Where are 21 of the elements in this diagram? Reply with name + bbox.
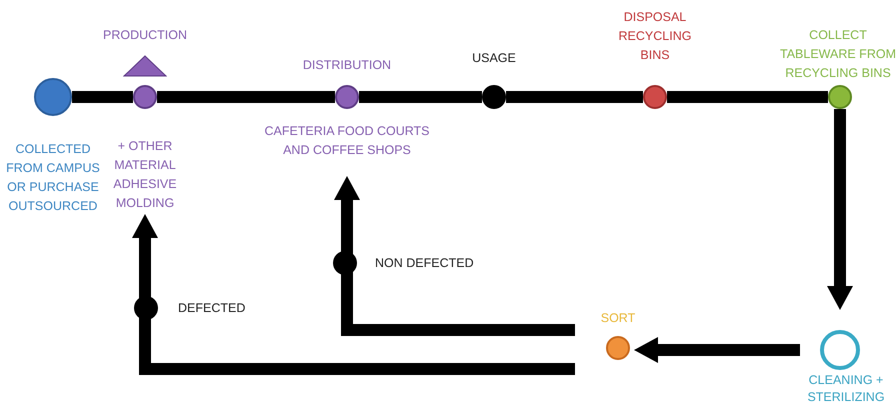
step-label: PRODUCTION <box>102 27 188 44</box>
arrow <box>634 337 800 363</box>
step-description: CAFETERIA FOOD COURTS AND COFFEE SHOPS <box>263 123 431 159</box>
connector-line <box>359 91 482 103</box>
connector-line <box>506 91 643 103</box>
step-label: COLLECT TABLEWARE FROM RECYCLING BINS <box>780 27 896 82</box>
step-label: DISPOSAL RECYCLING BINS <box>618 9 692 64</box>
step-label: SORT <box>600 310 636 327</box>
step-label: COLLECTED FROM CAMPUS OR PURCHASE OUTSOURCED <box>5 141 101 215</box>
connector-line <box>72 91 133 103</box>
step-label: DISTRIBUTION <box>302 57 392 74</box>
step-description: + OTHER MATERIAL ADHESIVE MOLDING <box>112 138 178 212</box>
edge-label: DEFECTED <box>176 301 248 315</box>
edge-label: NON DEFECTED <box>373 256 476 270</box>
arrow <box>334 176 575 336</box>
connector-line <box>157 91 335 103</box>
step-label: CLEANING + STERILIZING <box>806 372 886 406</box>
arrow <box>827 109 853 310</box>
connector-line <box>667 91 828 103</box>
arrow <box>132 214 575 375</box>
step-label: USAGE <box>471 50 517 67</box>
